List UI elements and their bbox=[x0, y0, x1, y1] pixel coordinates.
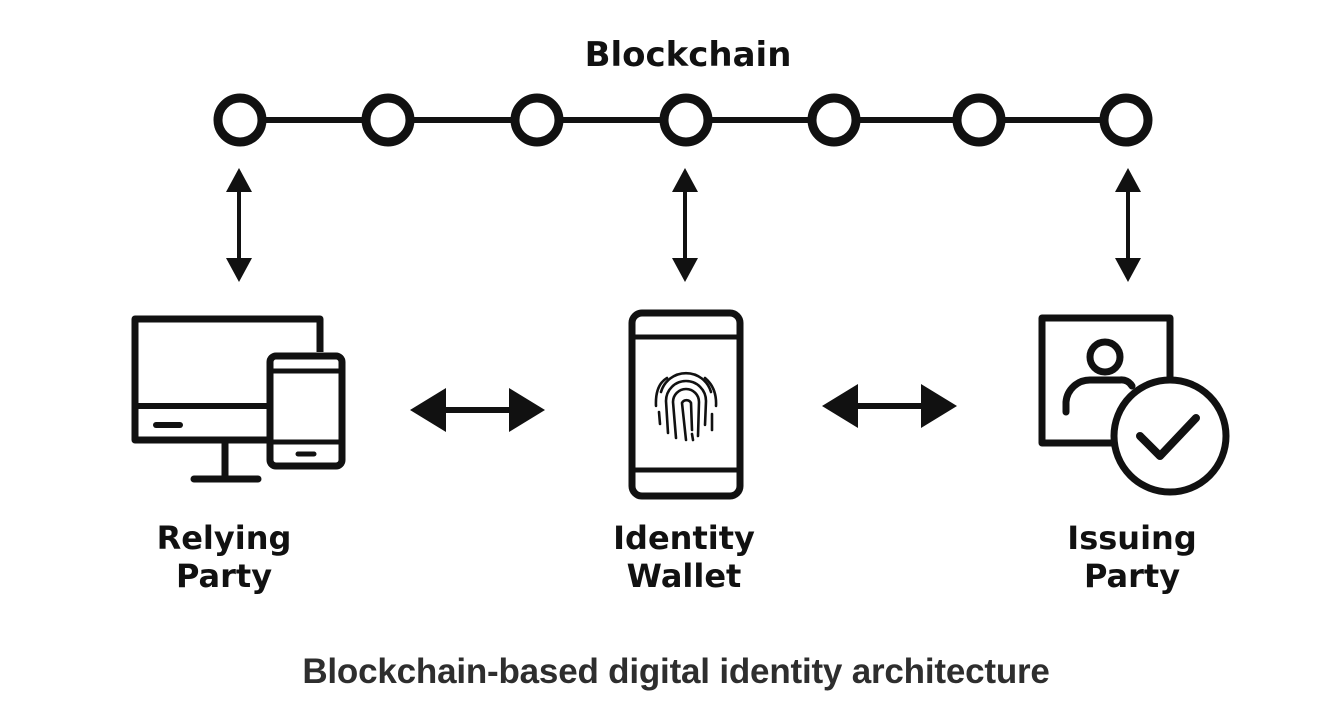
chain-block-4 bbox=[659, 93, 713, 147]
horizontal-arrow-left bbox=[410, 388, 545, 432]
svg-text:Issuing: Issuing bbox=[1067, 519, 1196, 557]
user-head bbox=[1086, 338, 1124, 376]
figure-caption: Blockchain-based digital identity archit… bbox=[302, 652, 1050, 691]
relying-party-label: Relying Party bbox=[157, 519, 292, 595]
fingerprint-icon bbox=[654, 371, 718, 442]
blockchain-title: Blockchain bbox=[585, 35, 792, 75]
check-icon bbox=[1136, 414, 1200, 460]
vertical-arrow-relying bbox=[226, 168, 252, 282]
issuing-party-label: Issuing Party bbox=[1067, 519, 1196, 595]
chain-block-1 bbox=[213, 93, 267, 147]
horizontal-arrow-right bbox=[822, 384, 957, 428]
chain-block-2 bbox=[361, 93, 415, 147]
chain-block-3 bbox=[510, 93, 564, 147]
svg-text:Wallet: Wallet bbox=[627, 557, 742, 595]
vertical-arrow-wallet bbox=[672, 168, 698, 282]
chain-block-6 bbox=[952, 93, 1006, 147]
vertical-arrow-issuing bbox=[1115, 168, 1141, 282]
svg-text:Party: Party bbox=[1084, 557, 1180, 595]
svg-text:Relying: Relying bbox=[157, 519, 292, 557]
svg-text:Identity: Identity bbox=[613, 519, 755, 557]
svg-text:Party: Party bbox=[176, 557, 272, 595]
check-badge bbox=[1110, 376, 1230, 496]
fingerprint-phone-icon bbox=[628, 309, 744, 500]
identity-wallet-label: Identity Wallet bbox=[613, 519, 755, 595]
monitor-and-phone-icon bbox=[131, 315, 346, 483]
chain-block-5 bbox=[807, 93, 861, 147]
blockchain-chain bbox=[213, 93, 1153, 147]
chain-block-7 bbox=[1099, 93, 1153, 147]
verified-user-icon bbox=[1038, 314, 1230, 496]
